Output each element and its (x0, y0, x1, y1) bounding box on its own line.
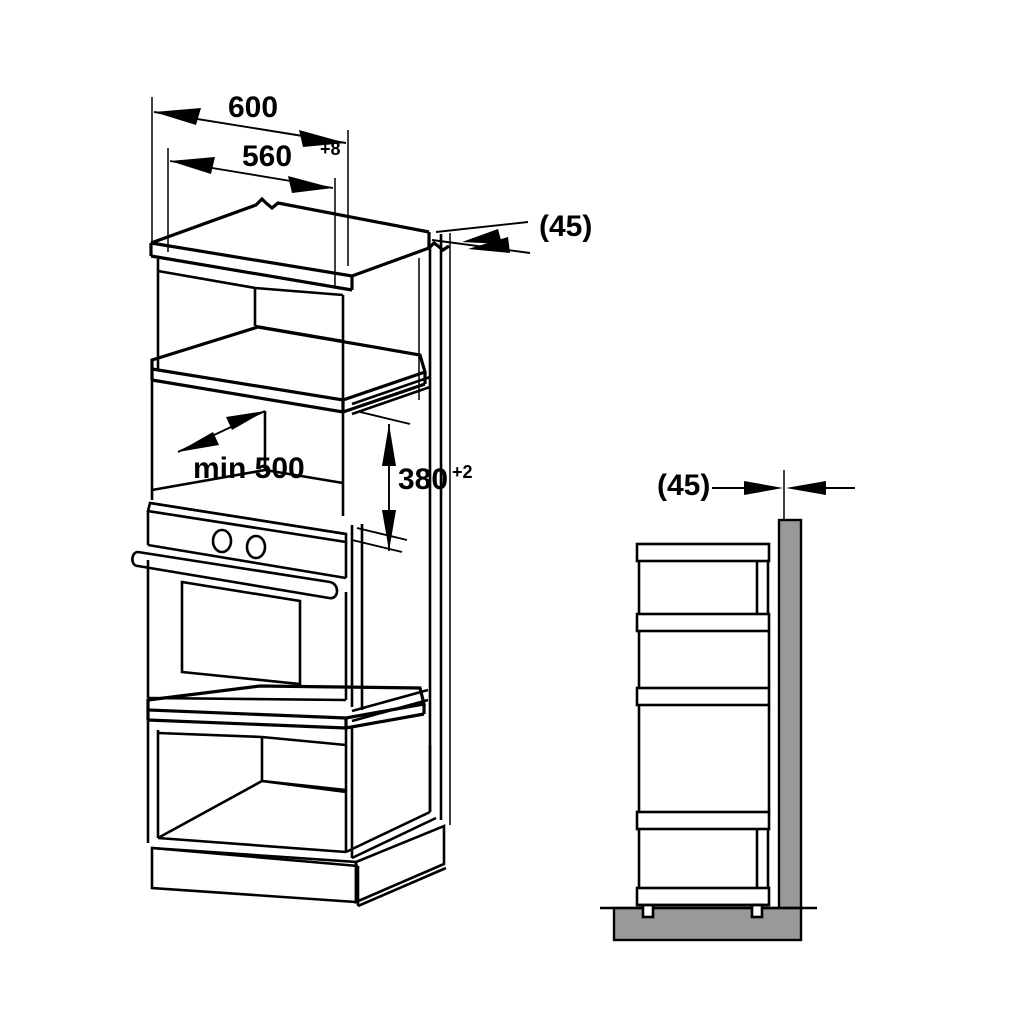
dimension-line-600 (153, 108, 347, 147)
dim-label-min-500: min 500 (193, 452, 305, 485)
dimension-extension-lines-top (151, 97, 349, 287)
cabinet-plinth (150, 824, 447, 908)
dim-380-height (351, 411, 411, 553)
oven-door-body (146, 560, 348, 702)
rear-plane-reference-lines (418, 233, 451, 825)
clearance-45-top-leaders (431, 221, 531, 254)
min-500-depth-arrow (177, 410, 267, 470)
lower-open-compartment (146, 720, 437, 860)
dim-label-560-tolerance: +8 (320, 139, 341, 159)
dim-label-600: 600 (228, 91, 278, 124)
side-view-cabinet-upper (635, 542, 771, 633)
oven-door-handle (131, 550, 339, 600)
oven-niche-interior (150, 380, 345, 516)
oven-rear-edge (350, 524, 364, 710)
dim-label-380: 380 (398, 463, 448, 496)
side-view-cabinet-lower (635, 705, 771, 907)
oven-control-fascia (146, 501, 348, 580)
dim-label-45-side: (45) (657, 469, 710, 502)
dimension-line-560 (169, 157, 334, 193)
side-view-cabinet-feet (637, 903, 769, 919)
side-view-dim-45 (712, 470, 855, 530)
dim-label-560: 560 (242, 140, 292, 173)
cabinet-top-panel (149, 196, 450, 292)
side-view-cabinet-middle-shelf (635, 631, 771, 707)
dim-label-45-top: (45) (539, 210, 592, 243)
oven-glass-window (180, 580, 302, 686)
dim-label-380-tolerance: +2 (452, 462, 473, 482)
